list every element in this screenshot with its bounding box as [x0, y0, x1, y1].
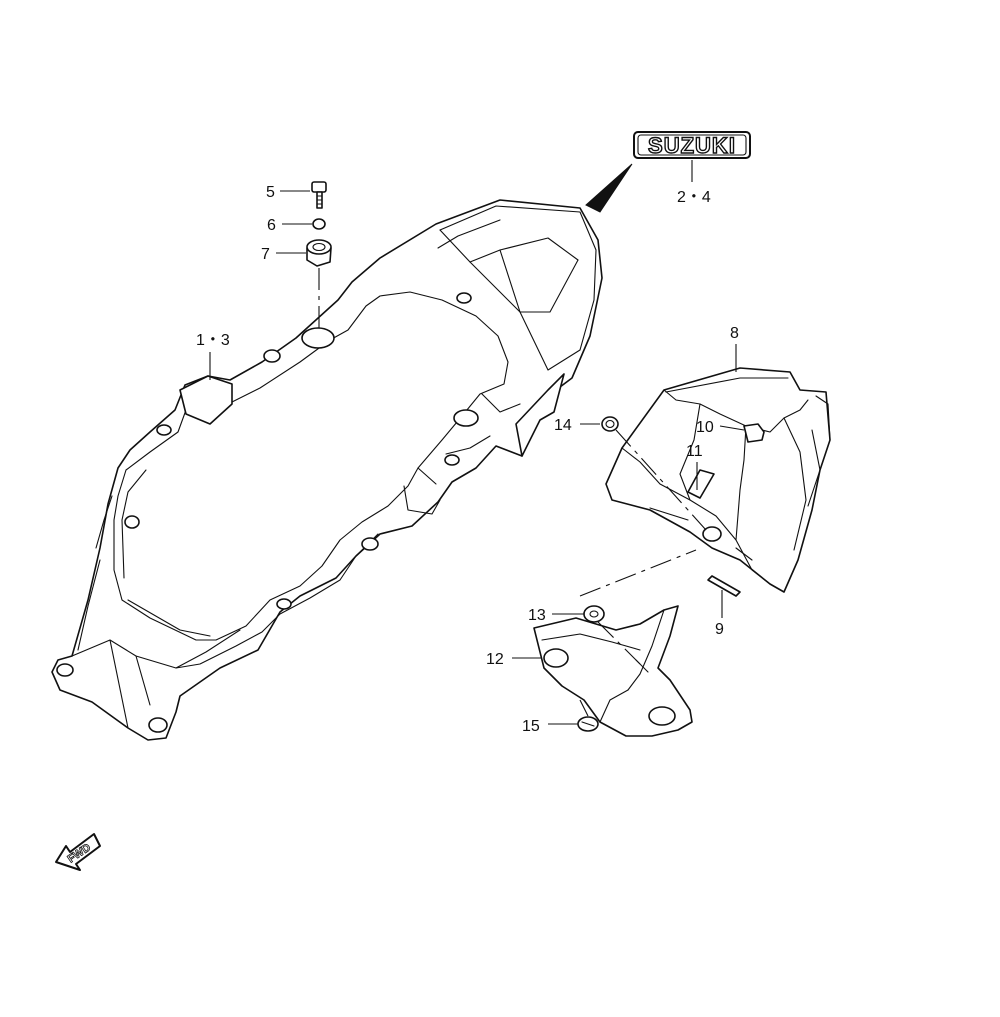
- callout-5: 5: [266, 184, 275, 201]
- fwd-arrow-icon: FWD: [55, 833, 101, 871]
- emblem-part: SUZUKI: [633, 131, 751, 159]
- callout-13: 13: [528, 607, 546, 624]
- washer-part: [583, 605, 605, 623]
- callout-9: 9: [715, 621, 724, 638]
- nut-part: [601, 416, 619, 432]
- grommet-part: [306, 239, 332, 267]
- lower-cover: [533, 605, 693, 737]
- assembly-lines: [318, 268, 707, 717]
- collar-part: [312, 218, 326, 230]
- seat-tail-cowl: [51, 199, 603, 741]
- callout-15: 15: [522, 718, 540, 735]
- rear-side-cover: [605, 367, 831, 593]
- callout-11: 11: [686, 443, 703, 460]
- wedge-pointer: [585, 163, 633, 213]
- callout-10: 10: [696, 419, 714, 436]
- callout-8: 8: [730, 325, 739, 342]
- callout-7: 7: [261, 246, 270, 263]
- leader-lines: [209, 160, 745, 725]
- clip-part: [743, 423, 765, 443]
- callout-2-4: 2・4: [677, 189, 711, 206]
- screw-part: [577, 716, 599, 732]
- callout-labels: 5 6 7 1・3 2・4 8 14 10 11 9 13 12 15: [196, 184, 739, 735]
- callout-1-3: 1・3: [196, 332, 230, 349]
- callout-14: 14: [554, 417, 572, 434]
- callout-12: 12: [486, 651, 504, 668]
- bolt-part: [311, 181, 327, 209]
- pad-part: [687, 469, 715, 499]
- tape-part: [707, 575, 741, 597]
- suzuki-logo-text: SUZUKI: [648, 133, 736, 158]
- callout-6: 6: [267, 217, 276, 234]
